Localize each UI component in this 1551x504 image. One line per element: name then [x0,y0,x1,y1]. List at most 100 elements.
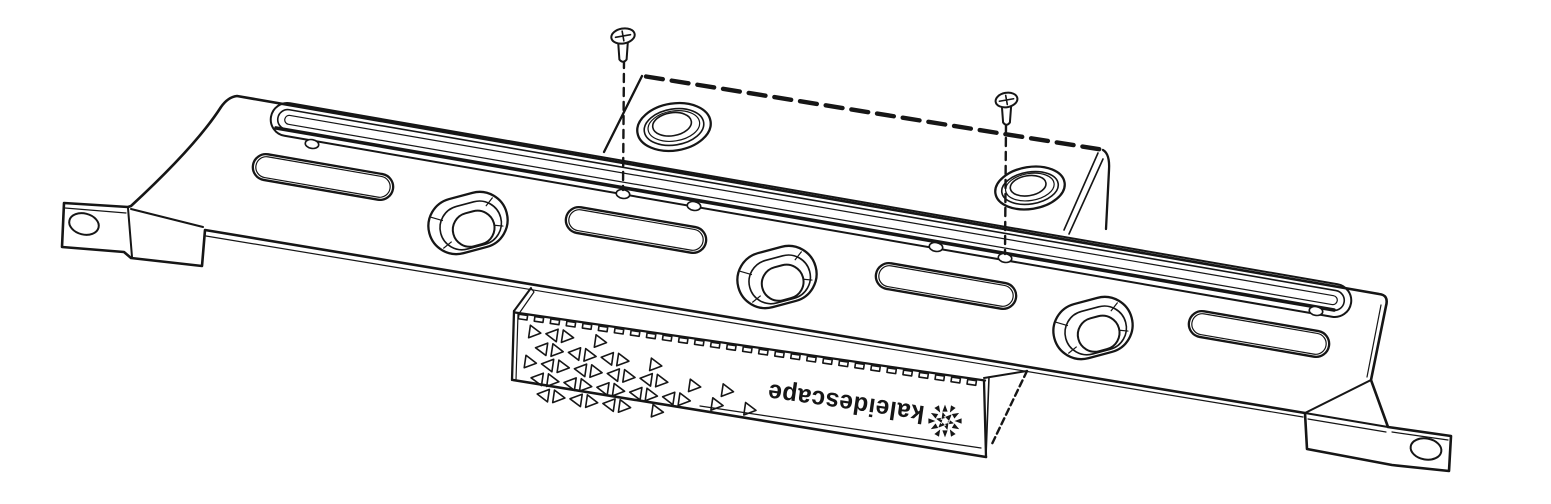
player-right-chamfer-line-1 [1063,152,1099,231]
vent-notch [645,332,657,340]
vent-triangle [677,392,692,407]
vent-triangle [661,391,676,406]
logo-triangle [948,427,958,438]
vent-triangle [600,351,615,366]
slot-inner-edge [255,156,391,198]
vent-notch [870,364,882,373]
right-end-cap-notched-edge [989,369,1029,448]
vent-notch [533,315,545,324]
vent-triangle [602,398,616,413]
vent-triangle [551,389,566,404]
front-panel-face [513,313,986,457]
vent-notch [805,355,817,363]
logo-triangle [943,412,954,423]
vent-notch [741,346,753,354]
vent-triangle [573,363,588,378]
front-panel-top-edge [513,311,987,382]
channel-inner-edge [284,114,1338,306]
screw-shank [617,41,629,63]
screw-head [610,27,636,45]
bracket-screw-hole [304,138,320,150]
vent-notch [629,329,641,338]
rubber-foot-right [994,165,1066,211]
bracket-standoff-3 [1052,295,1134,361]
front-panel-bottom-edge [511,378,988,459]
vent-notch [822,357,834,366]
right-ear-inner-line [1391,431,1449,441]
logo-triangle [928,421,940,431]
front-panel-left-inner-line [515,313,519,381]
ear-hole-opening [68,212,100,236]
vent-triangle [578,377,593,392]
left-end-cap-edge [513,287,532,312]
bracket-screw-hole [1308,305,1324,317]
vent-triangle [563,377,578,392]
vent-notch [613,327,625,335]
screw-right [994,91,1019,126]
vent-triangle [621,368,636,383]
standoff-outer [1052,295,1134,361]
bracket-slot-1 [251,152,395,202]
left-ear-hole [68,212,100,236]
bracket-right-bend-line [1304,379,1372,414]
slot-opening [251,152,395,202]
vent-triangle [569,393,584,408]
vent-triangle [615,352,630,367]
standoff-outer [427,190,509,256]
screw-head [994,91,1019,109]
player-left-edge [602,74,644,154]
vent-triangle [611,382,626,397]
vent-triangle [540,358,555,373]
phillips-cross-icon [998,94,1015,106]
standoff-facet-lines [1055,302,1129,354]
vent-notch [918,371,930,380]
vent-triangle [530,372,545,387]
slot-opening [874,261,1018,311]
bracket-right-edge-inner-line [1366,304,1382,378]
vent-notch [789,353,801,361]
bracket-slot-4 [1187,309,1331,359]
bracket-front-edge-inner-line [205,235,1304,418]
slot-inner-edge [568,209,704,251]
standoff-facet-lines [430,197,504,249]
vent-notch [661,334,673,342]
front-panel-left-edge [510,309,516,382]
front-panel-bottom-inner-line [699,405,982,449]
vent-triangle [687,378,702,393]
foot-inner-ring [1004,172,1055,202]
vent-triangle [720,383,735,398]
device-front-panel: kaleidescape [510,287,1029,459]
bracket-standoff-1 [427,190,509,256]
vent-triangle [583,347,597,362]
logo-triangle [941,429,949,440]
slot-opening [564,205,708,255]
player-bottom-surface [604,76,1110,264]
vent-notch [549,318,561,326]
left-ear-inner-line [64,207,127,214]
vent-triangle [534,342,549,357]
screw-right-centerline [1003,122,1008,256]
vent-triangle [710,396,724,412]
vent-triangle [567,346,582,362]
bracket-screw-holes [304,138,1324,317]
standoff-outer [736,244,818,310]
vent-triangle [742,401,757,416]
logo-triangle [932,404,942,415]
bracket-right-flange-inner-line [1307,418,1387,433]
right-ear-hole [1409,437,1443,461]
vent-triangle [545,373,560,388]
vent-triangle [644,387,659,402]
logo-triangle [928,411,940,421]
front-panel-vent-notches [517,313,978,387]
bracket-slot-3 [874,261,1018,311]
vent-notch [597,325,609,333]
vent-triangle [628,386,643,401]
standoff-facet-lines [739,251,813,303]
vent-notch [581,322,593,331]
vent-notch [565,320,577,328]
logo-triangle [950,421,962,431]
vent-notch [693,339,705,347]
standoff-socket [760,263,805,302]
vent-triangle [596,381,610,397]
